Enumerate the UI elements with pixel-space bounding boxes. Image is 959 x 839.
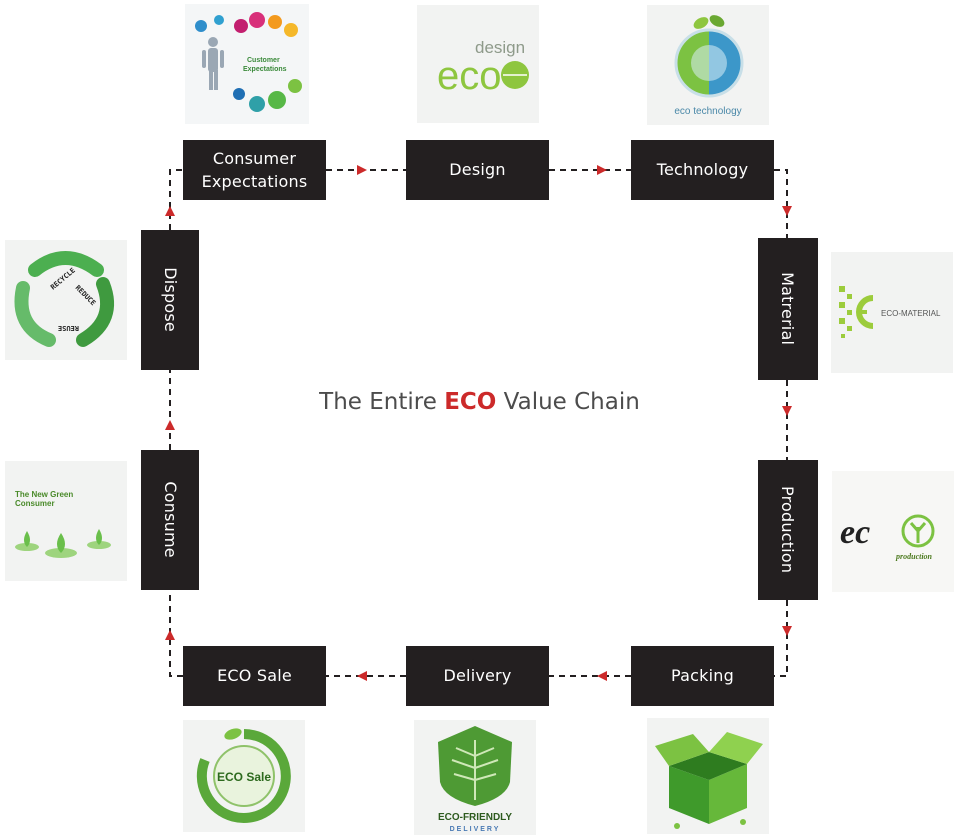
thumbnail-eco-technology: eco technology: [647, 5, 769, 125]
node-production-label: Production: [778, 486, 798, 574]
node-technology-label: Technology: [656, 160, 749, 180]
thumb-consumer-line2: Consumer: [15, 499, 55, 508]
thumbnail-eco-friendly-delivery: ECO-FRIENDLY DELIVERY: [414, 720, 536, 835]
thumbnail-customer-expectations: Customer Expectations: [185, 4, 309, 124]
globe-icon: [674, 28, 744, 98]
node-consumer-expectations: Consumer Expectations: [183, 140, 326, 200]
node-packing: Packing: [631, 646, 774, 706]
arrowhead-up: [165, 630, 175, 640]
thumb-delivery-line1: ECO-FRIENDLY: [438, 812, 512, 823]
node-design: Design: [406, 140, 549, 200]
thumb-delivery-line2: DELIVERY: [450, 826, 501, 833]
eco-sale-badge-icon: [196, 728, 291, 823]
title-highlight: ECO: [444, 389, 497, 415]
thumb-technology-caption: eco technology: [674, 106, 741, 117]
thumbnail-new-green-consumer: The New Green Consumer: [5, 461, 127, 581]
connector-ecosale-to-consume: [169, 590, 183, 677]
thumb-customer-line2: Expectations: [243, 66, 287, 73]
arrowhead-right: [357, 165, 367, 175]
node-consumer-expectations-line1: Consumer: [212, 148, 297, 168]
diagram-title: The Entire ECO Value Chain: [0, 389, 959, 415]
thumb-consumer-line1: The New Green: [15, 490, 73, 499]
leaf-icon: [501, 61, 529, 89]
node-delivery: Delivery: [406, 646, 549, 706]
thumb-design-small: design: [475, 38, 525, 57]
eco-material-logo-icon: [839, 286, 874, 338]
node-packing-label: Packing: [671, 666, 734, 686]
leaf-shield-icon: [438, 726, 512, 806]
node-dispose: Dispose: [141, 230, 199, 370]
arrowhead-up: [165, 206, 175, 216]
arrowhead-down: [782, 626, 792, 636]
node-technology: Technology: [631, 140, 774, 200]
thumbnail-eco-sale: ECO Sale: [183, 720, 305, 832]
node-design-label: Design: [449, 160, 506, 180]
thumbnail-eco-material: ECO-MATERIAL: [831, 252, 953, 373]
thumbnail-eco-production: ec production: [832, 471, 954, 592]
thumb-production-big: ec: [840, 514, 870, 551]
node-delivery-label: Delivery: [443, 666, 512, 686]
node-consume-label: Consume: [160, 481, 180, 559]
thumbnail-design-eco: design eco: [417, 5, 539, 123]
node-dispose-label: Dispose: [160, 267, 180, 333]
arrowhead-left: [357, 671, 367, 681]
thumbnail-recycle-reduce-reuse: RECYCLE REDUCE REUSE: [5, 240, 127, 360]
node-eco-sale-label: ECO Sale: [217, 666, 292, 686]
node-consume: Consume: [141, 450, 199, 590]
node-production: Production: [758, 460, 818, 600]
connector-dispose-to-consumer: [169, 169, 183, 230]
arrowhead-left: [597, 671, 607, 681]
title-prefix: The Entire: [319, 389, 437, 415]
thumb-material-caption: ECO-MATERIAL: [881, 309, 941, 318]
tree-icon: [901, 514, 935, 548]
thumbnail-green-box: [647, 718, 769, 834]
thumb-design-big: eco: [437, 54, 502, 98]
thumb-customer-line1: Customer: [247, 57, 280, 64]
connector-technology-to-material: [774, 169, 788, 238]
recycling-hands-icon: [14, 251, 114, 347]
node-eco-sale: ECO Sale: [183, 646, 326, 706]
arrowhead-down: [782, 406, 792, 416]
node-material: Matrerial: [758, 238, 818, 380]
node-consumer-expectations-line2: Expectations: [201, 172, 308, 191]
thumb-production-caption: production: [895, 552, 933, 561]
human-figure-icon: [202, 37, 224, 90]
green-box-icon: [655, 732, 763, 829]
arrowhead-up: [165, 420, 175, 430]
arrowhead-down: [782, 206, 792, 216]
thumb-dispose-w3: REUSE: [58, 324, 79, 332]
connector-production-to-packing: [774, 600, 788, 677]
thumb-ecosale-caption: ECO Sale: [217, 770, 271, 784]
arrowhead-right: [597, 165, 607, 175]
node-material-label: Matrerial: [778, 272, 798, 346]
plant-drops-icon: [15, 529, 111, 558]
title-suffix: Value Chain: [503, 389, 640, 415]
